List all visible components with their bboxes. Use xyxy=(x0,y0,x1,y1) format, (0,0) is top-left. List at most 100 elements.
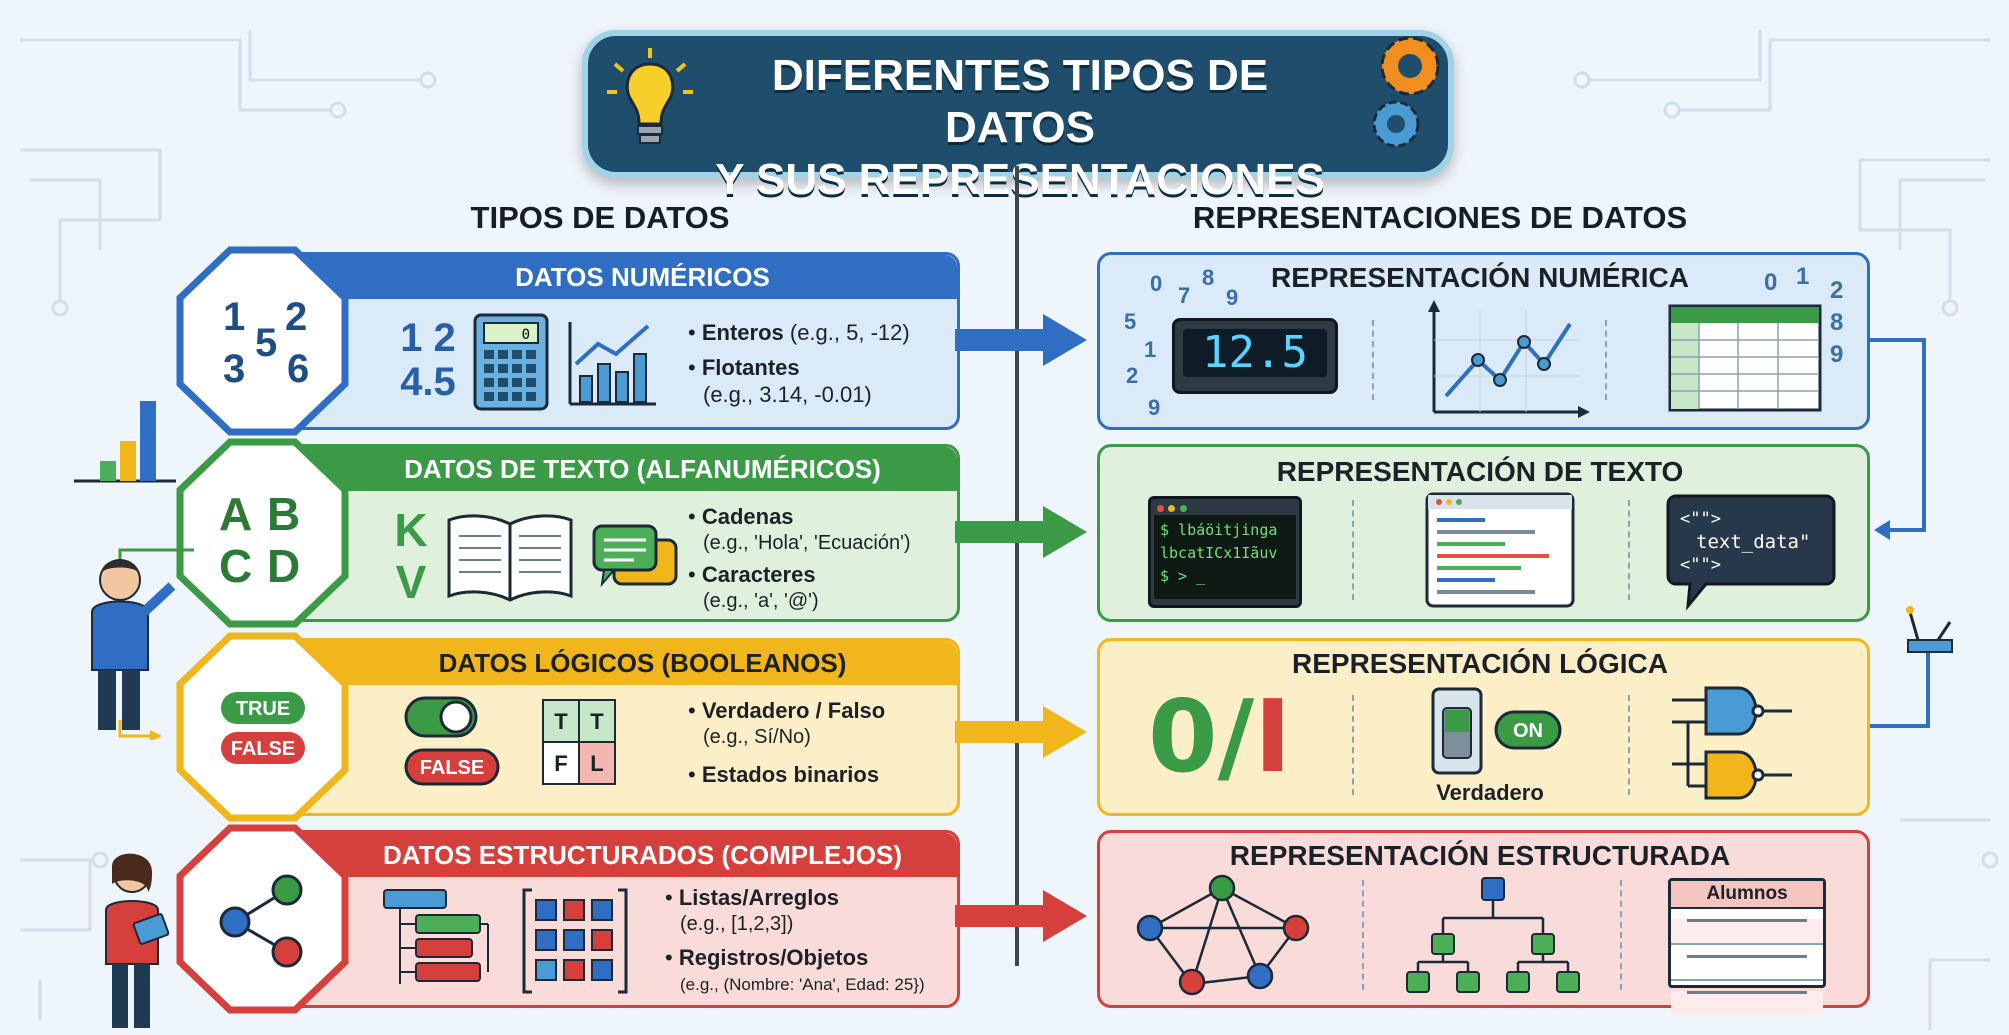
lightbulb-icon xyxy=(607,48,693,144)
bullet-title: Cadenas xyxy=(701,504,794,529)
truth-table-icon: T T F L xyxy=(542,699,616,785)
digit: 2 xyxy=(1126,363,1138,388)
separator xyxy=(1362,880,1364,990)
digit: 5 xyxy=(1124,309,1136,334)
bullet-detail: (e.g., 5, -12) xyxy=(789,320,910,345)
truth-cell: L xyxy=(590,751,603,776)
record-table: Alumnos xyxy=(1668,878,1826,1015)
switch-on-label: ON xyxy=(1513,720,1543,742)
structured-rep-title: REPRESENTACIÓN ESTRUCTURADA xyxy=(1229,840,1731,871)
right-heading: REPRESENTACIONES DE DATOS xyxy=(1192,200,1688,235)
terminal-title-bar xyxy=(1151,499,1299,515)
tree-icon xyxy=(1406,877,1580,993)
truth-cell: F xyxy=(554,751,567,776)
badge-digit: 5 xyxy=(255,321,277,365)
digital-display-value: 12.5 xyxy=(1183,329,1327,377)
arrow-logic xyxy=(955,706,1087,758)
structured-header: DATOS ESTRUCTURADOS (COMPLEJOS) xyxy=(268,833,957,877)
bullet-item: • Cadenas xyxy=(688,504,794,529)
code-line: text_data" xyxy=(1696,531,1810,553)
digit: 1 xyxy=(1796,263,1809,290)
digit: 7 xyxy=(1178,283,1190,308)
bullet-title: Estados binarios xyxy=(701,762,880,787)
code-line: <""> xyxy=(1680,509,1721,529)
digit: 9 xyxy=(1226,285,1238,310)
person-tablet-icon xyxy=(105,853,170,1028)
text-glyphs: K V xyxy=(386,504,436,608)
bullet-detail: (e.g., 3.14, -0.01) xyxy=(703,382,872,407)
line-chart-icon xyxy=(1428,300,1590,418)
terminal-line: $ > _ xyxy=(1160,567,1206,585)
numeric-rep-title: REPRESENTACIÓN NUMÉRICA xyxy=(1271,262,1689,293)
calculator-icon: 0 xyxy=(473,313,549,411)
text-badge: A B C D xyxy=(176,438,349,628)
glyph-letter: K xyxy=(394,504,428,556)
bullet-detail: (e.g., 'a', '@') xyxy=(703,590,819,612)
numeric-badge: 1 5 2 3 6 xyxy=(176,246,349,436)
bullet-title: Enteros xyxy=(701,320,784,345)
speech-bubble-icon: <""> text_data" <""> xyxy=(1666,494,1836,610)
terminal-line: lbcatICx1Iãuv xyxy=(1160,544,1278,562)
digit: 0 xyxy=(1764,269,1777,296)
digit: 1 xyxy=(1144,337,1156,362)
numeric-header: DATOS NUMÉRICOS xyxy=(268,255,957,299)
bullet-detail: (e.g., Sí/No) xyxy=(703,726,811,748)
bullet-item: • Listas/Arreglos xyxy=(665,885,839,910)
badge-letter: A xyxy=(219,488,252,540)
badge-letter: D xyxy=(267,540,300,592)
center-divider xyxy=(1015,166,1019,966)
glyph-float: 4.5 xyxy=(400,360,456,404)
badge-letter: B xyxy=(267,488,300,540)
arrow-numeric xyxy=(955,314,1087,366)
separator xyxy=(1352,695,1354,795)
switch-icon: ON xyxy=(1431,687,1562,775)
calculator-display: 0 xyxy=(522,327,530,343)
arrow-structured xyxy=(955,890,1087,942)
code-line: <""> xyxy=(1680,555,1721,575)
badge-digit: 3 xyxy=(223,347,245,391)
gear-icon xyxy=(1372,36,1440,148)
terminal-output: $ lbáöitjinga lbcatICx1Iãuv $ > _ xyxy=(1154,515,1296,599)
record-row xyxy=(1671,991,1823,1015)
bullet-detail: (e.g., (Nombre: 'Ana', Edad: 25}) xyxy=(680,975,925,994)
record-row xyxy=(1671,919,1823,945)
array-grid-icon xyxy=(522,888,628,994)
title-line-1: DIFERENTES TIPOS DE DATOS xyxy=(771,51,1269,152)
badge-letter: C xyxy=(219,540,252,592)
spreadsheet-icon xyxy=(1668,304,1822,412)
record-row xyxy=(1671,955,1823,981)
digit: 8 xyxy=(1830,309,1843,336)
separator xyxy=(1628,695,1630,795)
connector-right xyxy=(1870,338,1926,540)
bullet-item: • Flotantes xyxy=(688,355,800,380)
mini-chart-icon xyxy=(74,401,176,483)
badge-digit: 2 xyxy=(285,295,307,339)
text-bullets: • Cadenas (e.g., 'Hola', 'Ecuación') • C… xyxy=(688,503,958,615)
bullet-item: • Registros/Objetos xyxy=(665,945,869,970)
binary-bits: 0/I xyxy=(1148,682,1291,792)
separator xyxy=(1628,500,1630,600)
badge-false: FALSE xyxy=(231,738,295,760)
toggle-icon: FALSE xyxy=(404,696,500,786)
badge-digit: 6 xyxy=(287,347,309,391)
separator xyxy=(1605,320,1607,400)
logic-gates-icon xyxy=(1672,686,1792,800)
separator xyxy=(1372,320,1374,400)
bullet-item: • Enteros (e.g., 5, -12) xyxy=(688,320,910,345)
bullet-title: Registros/Objetos xyxy=(678,945,869,970)
digit: 0 xyxy=(1150,271,1162,296)
terminal-line: $ lbáöitjinga xyxy=(1160,521,1278,539)
bullet-title: Listas/Arreglos xyxy=(678,885,839,910)
bit-slash: / xyxy=(1217,678,1255,795)
graph-network-icon xyxy=(1136,874,1310,996)
structured-bullets: • Listas/Arreglos (e.g., [1,2,3]) • Regi… xyxy=(665,884,955,998)
glyph-integers: 1 2 xyxy=(400,316,456,360)
separator xyxy=(1352,500,1354,600)
digit: 9 xyxy=(1148,395,1160,420)
bullet-title: Flotantes xyxy=(701,355,800,380)
glyph-letter: V xyxy=(395,556,427,608)
logic-rep-title: REPRESENTACIÓN LÓGICA xyxy=(1292,648,1668,679)
structured-badge xyxy=(176,824,349,1014)
scatter-digits-left: 0 7 8 9 5 1 2 9 xyxy=(1124,265,1238,420)
